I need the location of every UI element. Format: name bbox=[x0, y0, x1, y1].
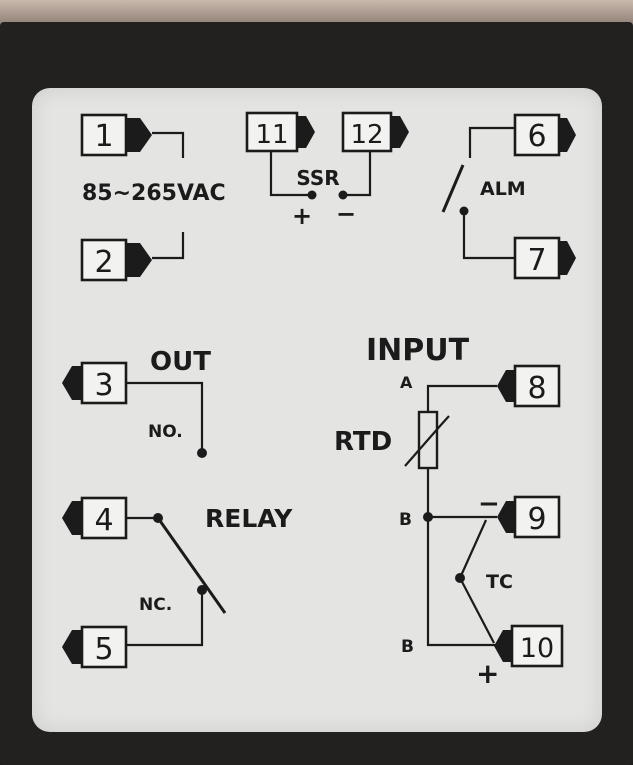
ssr-minus-node bbox=[338, 190, 348, 200]
terminal-7: 7 bbox=[513, 236, 576, 280]
background-wall bbox=[0, 0, 633, 26]
terminal-8: 8 bbox=[497, 364, 561, 408]
rtd-terminal-b-top-label: B bbox=[399, 510, 412, 530]
ssr-minus-sign: − bbox=[336, 200, 356, 228]
terminal-10-label: 10 bbox=[520, 633, 554, 664]
terminal-4-label: 4 bbox=[94, 503, 113, 538]
terminal-5-label: 5 bbox=[94, 632, 113, 667]
alm-switch-blade bbox=[441, 164, 465, 213]
terminal-10: 10 bbox=[494, 624, 564, 668]
relay-nc-wire bbox=[126, 590, 204, 647]
terminal-9-label: 9 bbox=[527, 502, 546, 537]
terminal-1: 1 bbox=[80, 113, 152, 157]
ssr-wire-plus bbox=[269, 151, 310, 197]
relay-switch-blade bbox=[156, 517, 227, 614]
alm-label: ALM bbox=[480, 178, 526, 200]
terminal-11-label: 11 bbox=[255, 120, 288, 150]
input-wire-rtd-b bbox=[426, 468, 497, 647]
relay-label: RELAY bbox=[205, 504, 293, 533]
terminal-8-label: 8 bbox=[527, 371, 546, 406]
rtd-terminal-a-label: A bbox=[400, 373, 413, 392]
rtd-variable-arrow bbox=[404, 415, 450, 467]
relay-nc-label: NC. bbox=[139, 595, 172, 615]
out-label: OUT bbox=[150, 347, 211, 377]
ssr-wire-minus bbox=[345, 151, 372, 197]
terminal-12: 12 bbox=[341, 111, 409, 153]
tc-label: TC bbox=[486, 571, 513, 593]
relay-no-contact bbox=[197, 448, 207, 458]
power-wire-1 bbox=[152, 131, 185, 158]
power-wire-2 bbox=[152, 232, 185, 260]
terminal-2-label: 2 bbox=[94, 245, 113, 280]
terminal-4: 4 bbox=[62, 496, 128, 540]
terminal-6-label: 6 bbox=[527, 119, 546, 154]
rtd-terminal-b-bottom-label: B bbox=[401, 637, 414, 657]
terminal-3: 3 bbox=[62, 361, 128, 405]
ssr-plus-node bbox=[307, 190, 317, 200]
terminal-7-label: 7 bbox=[527, 243, 546, 278]
terminal-2: 2 bbox=[80, 238, 152, 282]
alm-wire-6 bbox=[468, 126, 515, 158]
terminal-6: 6 bbox=[513, 113, 576, 157]
terminal-11: 11 bbox=[245, 111, 315, 153]
tc-minus-sign: − bbox=[478, 489, 500, 519]
ssr-label: SSR bbox=[296, 166, 339, 190]
terminal-5: 5 bbox=[62, 625, 128, 669]
tc-plus-sign: + bbox=[476, 657, 499, 690]
rtd-label: RTD bbox=[334, 427, 392, 457]
power-label: 85~265VAC bbox=[82, 181, 226, 206]
wiring-label-plate bbox=[32, 88, 602, 732]
tc-junction-node bbox=[455, 573, 465, 583]
relay-no-wire bbox=[126, 381, 204, 452]
terminal-3-label: 3 bbox=[94, 368, 113, 403]
relay-no-label: NO. bbox=[148, 422, 183, 442]
terminal-9: 9 bbox=[497, 495, 561, 539]
terminal-1-label: 1 bbox=[94, 119, 113, 154]
ssr-plus-sign: + bbox=[292, 202, 312, 230]
input-label: INPUT bbox=[366, 333, 470, 368]
alm-wire-7 bbox=[462, 211, 515, 260]
input-wire-8 bbox=[426, 384, 497, 412]
terminal-12-label: 12 bbox=[350, 120, 383, 150]
